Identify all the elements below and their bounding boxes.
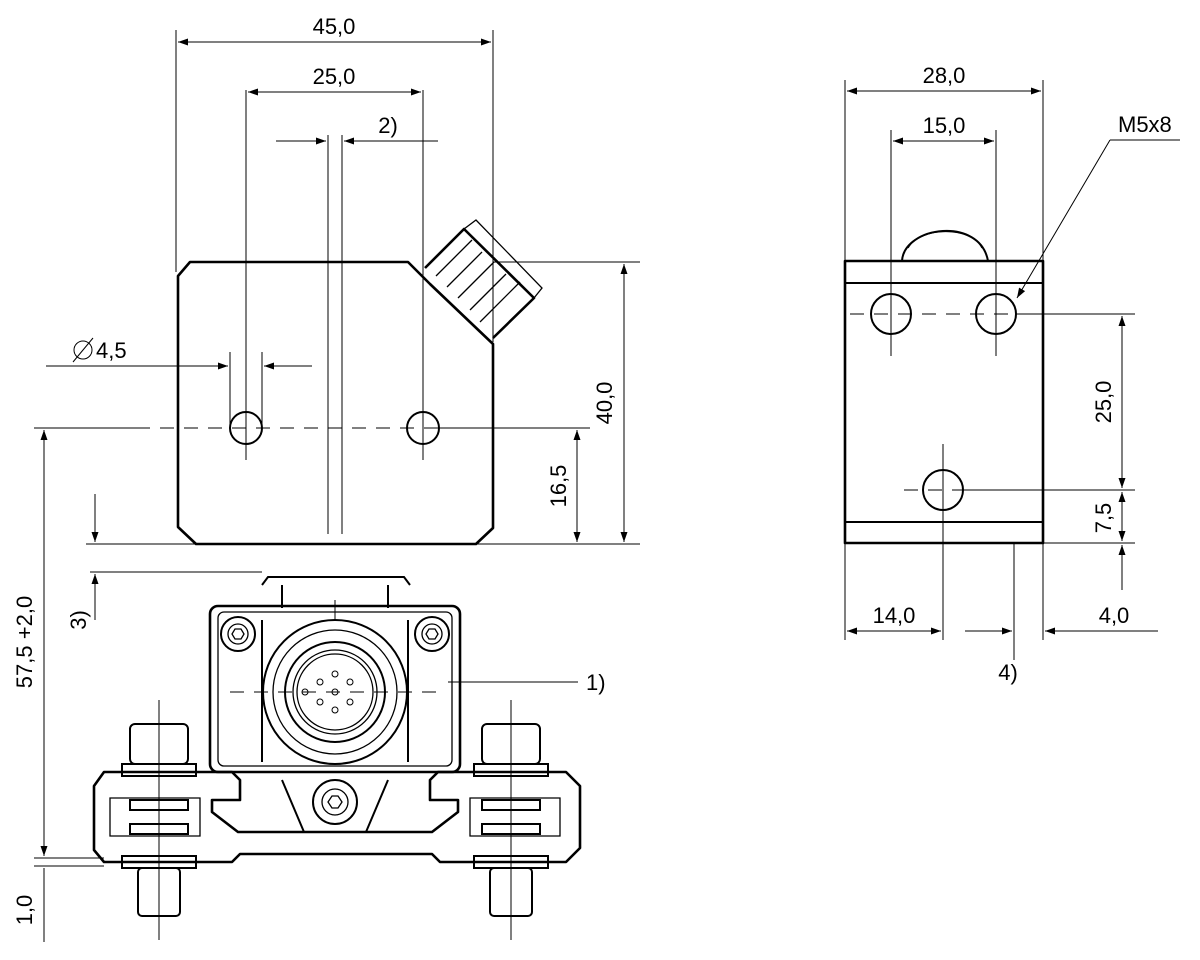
dim-total-height: 57,5 +2,0 bbox=[12, 596, 37, 688]
dim-side-bottom-offset: 7,5 bbox=[1091, 503, 1116, 534]
dim-side-left-offset: 14,0 bbox=[873, 603, 916, 628]
label-side-note: 4) bbox=[998, 660, 1018, 685]
dim-side-hole-spacing: 15,0 bbox=[923, 113, 966, 138]
dim-gap-note: 3) bbox=[66, 610, 91, 630]
side-view: 28,0 15,0 M5x8 25,0 7,5 14,0 4,0 4) bbox=[843, 63, 1180, 685]
corner-screw-left bbox=[220, 616, 256, 652]
mounting-bracket bbox=[92, 770, 582, 864]
angled-connector bbox=[424, 219, 543, 339]
diameter-icon bbox=[72, 337, 94, 363]
side-connector-dome bbox=[901, 229, 989, 262]
dim-side-right-offset: 4,0 bbox=[1099, 603, 1130, 628]
thread-callout: M5x8 bbox=[1118, 112, 1172, 137]
dim-top-width: 45,0 bbox=[313, 14, 356, 39]
dim-hole-diameter: 4,5 bbox=[96, 338, 127, 363]
dim-side-vertical-spacing: 25,0 bbox=[1091, 381, 1116, 424]
corner-screw-right bbox=[414, 616, 450, 652]
stud-bolt-left bbox=[121, 700, 197, 940]
dim-front-height: 40,0 bbox=[592, 382, 617, 425]
dim-side-width: 28,0 bbox=[923, 63, 966, 88]
dim-base-thickness: 1,0 bbox=[12, 895, 37, 926]
stud-bolt-right bbox=[473, 700, 549, 940]
front-body-outline bbox=[176, 260, 495, 546]
bottom-view: 1) 57 bbox=[12, 427, 606, 942]
label-connector-note: 1) bbox=[586, 670, 606, 695]
dim-offset-note: 2) bbox=[378, 113, 398, 138]
m12-connector bbox=[230, 600, 440, 765]
front-view: 45,0 25,0 2) 4,5 40,0 16,5 3) bbox=[40, 14, 640, 630]
dim-hole-height: 16,5 bbox=[546, 465, 571, 508]
dim-hole-spacing: 25,0 bbox=[313, 64, 356, 89]
